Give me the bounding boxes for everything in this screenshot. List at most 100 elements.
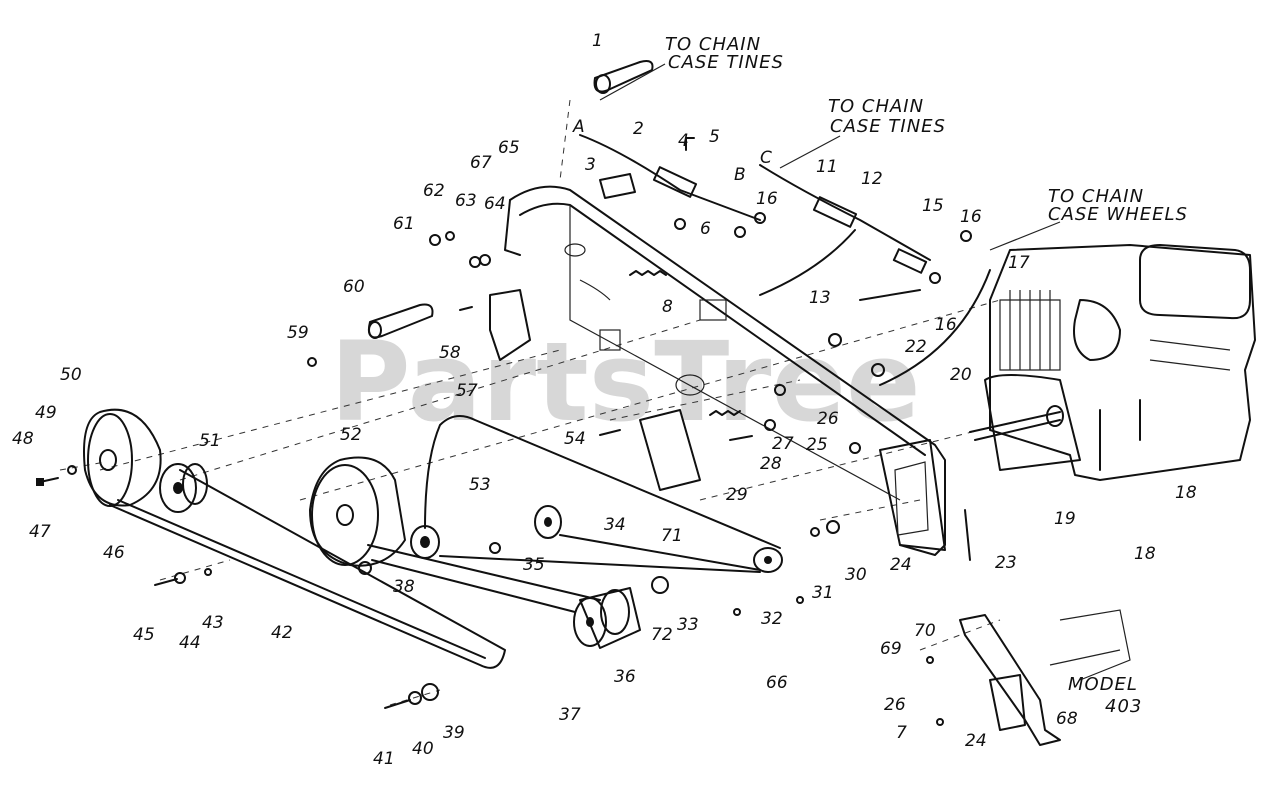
callout-29: 29	[726, 485, 748, 505]
callout-33: 33	[677, 615, 699, 635]
callout-63: 63	[455, 191, 477, 211]
callout-49: 49	[35, 403, 57, 423]
callout-26a: 26	[817, 409, 839, 429]
callout-40: 40	[412, 739, 434, 759]
model-403-inset	[959, 609, 1131, 746]
note-model-line2: 403	[1105, 696, 1142, 717]
callout-60: 60	[343, 277, 365, 297]
callout-20: 20	[950, 365, 972, 385]
cable-letters: A B C	[572, 117, 772, 185]
callout-41: 41	[373, 749, 395, 769]
callout-61: 61	[393, 214, 415, 234]
cable-letter-b: B	[734, 165, 746, 185]
tube-60	[367, 303, 434, 339]
handle-grip	[593, 60, 654, 94]
note-to-chain-case-wheels-line1: TO CHAIN	[1048, 186, 1144, 207]
callout-54: 54	[564, 429, 586, 449]
callout-50: 50	[60, 365, 82, 385]
callout-64: 64	[484, 194, 506, 214]
cable-letter-c: C	[760, 148, 772, 168]
callout-31: 31	[812, 583, 834, 603]
belts	[109, 415, 781, 669]
pulley-32	[753, 547, 783, 573]
assembly-guide-lines	[59, 99, 1001, 706]
callout-25: 25	[806, 435, 828, 455]
callout-51: 51	[199, 431, 221, 451]
callout-16a: 16	[756, 189, 778, 209]
callout-39: 39	[443, 723, 465, 743]
idler-34	[534, 505, 562, 539]
callout-24b: 24	[965, 731, 987, 751]
callout-67: 67	[470, 153, 492, 173]
note-to-chain-case-tines-2-line1: TO CHAIN	[828, 96, 924, 117]
note-to-chain-case-tines-2-line2: CASE TINES	[830, 116, 946, 137]
callout-43: 43	[202, 613, 224, 633]
callout-13: 13	[809, 288, 831, 308]
callout-42: 42	[271, 623, 293, 643]
callout-8: 8	[662, 297, 673, 317]
callout-38: 38	[393, 577, 415, 597]
callout-71: 71	[661, 526, 683, 546]
note-to-chain-case-tines-1-line1: TO CHAIN	[665, 34, 761, 55]
callout-57: 57	[456, 381, 478, 401]
callout-22: 22	[905, 337, 927, 357]
callout-numbers: 1 2 3 4 5 6 7 8 11 12 13 15 16 16 16 17 …	[12, 31, 1197, 769]
engine	[969, 244, 1256, 481]
callout-68: 68	[1056, 709, 1078, 729]
cable-letter-a: A	[572, 117, 585, 137]
callout-16b: 16	[960, 207, 982, 227]
callout-19: 19	[1054, 509, 1076, 529]
callout-47: 47	[29, 522, 51, 542]
callout-69: 69	[880, 639, 902, 659]
callout-44: 44	[179, 633, 201, 653]
callout-65: 65	[498, 138, 520, 158]
callout-11: 11	[816, 157, 838, 177]
note-to-chain-case-tines-1-line2: CASE TINES	[668, 52, 784, 73]
callout-16c: 16	[935, 315, 957, 335]
bracket-57	[489, 289, 531, 361]
main-frame	[504, 185, 946, 556]
callout-17: 17	[1008, 253, 1030, 273]
callout-35: 35	[523, 555, 545, 575]
callout-4: 4	[678, 131, 689, 151]
callout-1: 1	[592, 31, 603, 51]
idler-53	[410, 525, 440, 559]
note-to-chain-case-wheels-line2: CASE WHEELS	[1048, 204, 1188, 225]
hardware	[36, 137, 972, 726]
callout-45: 45	[133, 625, 155, 645]
callout-24a: 24	[890, 555, 912, 575]
callout-30: 30	[845, 565, 867, 585]
callout-7: 7	[896, 723, 907, 743]
spring-8	[629, 270, 667, 276]
callout-58: 58	[439, 343, 461, 363]
callout-27: 27	[772, 434, 794, 454]
callout-15: 15	[922, 196, 944, 216]
control-cables	[579, 134, 991, 386]
callout-12: 12	[861, 169, 883, 189]
notes: TO CHAIN CASE TINES TO CHAIN CASE TINES …	[599, 34, 1188, 717]
callout-70: 70	[914, 621, 936, 641]
callout-5: 5	[709, 127, 720, 147]
callout-23: 23	[995, 553, 1017, 573]
callout-2: 2	[633, 119, 644, 139]
callout-59: 59	[287, 323, 309, 343]
callout-52: 52	[340, 425, 362, 445]
bracket-29	[639, 409, 701, 491]
callout-28: 28	[760, 454, 782, 474]
callout-18a: 18	[1134, 544, 1156, 564]
callout-36: 36	[614, 667, 636, 687]
spring-bracket	[709, 410, 741, 416]
callout-26b: 26	[884, 695, 906, 715]
callout-6: 6	[700, 219, 711, 239]
callout-18b: 18	[1175, 483, 1197, 503]
callout-46: 46	[103, 543, 125, 563]
callout-66: 66	[766, 673, 788, 693]
note-model-line1: MODEL	[1068, 674, 1138, 695]
callout-3: 3	[585, 155, 596, 175]
callout-34: 34	[604, 515, 626, 535]
callout-37: 37	[559, 705, 581, 725]
callout-32: 32	[761, 609, 783, 629]
callout-72: 72	[651, 625, 673, 645]
